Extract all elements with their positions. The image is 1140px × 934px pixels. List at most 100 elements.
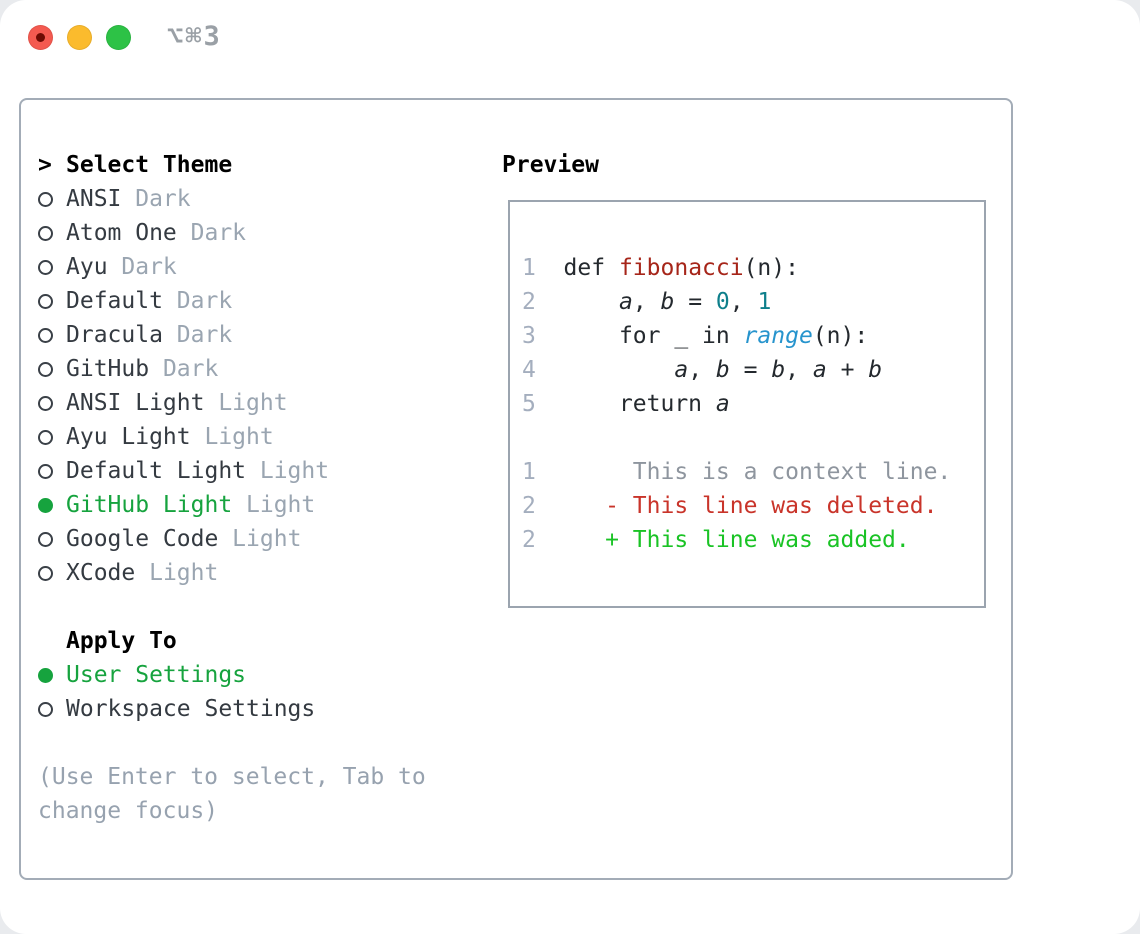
apply-option-user-settings[interactable]: User Settings	[38, 658, 488, 692]
prompt-icon: >	[38, 152, 52, 178]
theme-variant-label: Dark	[162, 322, 233, 348]
theme-picker-header: Select Theme	[66, 152, 233, 178]
minimize-button[interactable]	[67, 25, 92, 50]
code-token-added: + This line was added.	[535, 527, 910, 553]
preview-line: 2 - This line was deleted.	[522, 489, 984, 523]
hint-text-line1: (Use Enter to select, Tab to	[38, 764, 426, 790]
line-number: 3	[522, 323, 536, 349]
code-token-default: def	[535, 255, 619, 281]
theme-name: GitHub	[66, 356, 150, 382]
theme-picker-header-row: > Select Theme	[38, 148, 488, 182]
theme-variant-label: Dark	[162, 288, 233, 314]
code-token-variable: b	[868, 357, 883, 383]
theme-option-ayu[interactable]: Ayu Dark	[38, 250, 488, 284]
theme-name: Default Light	[66, 458, 247, 484]
theme-variant-label: Light	[204, 390, 288, 416]
code-token-variable: a	[715, 391, 730, 417]
code-token-variable: a	[674, 357, 689, 383]
preview-line: 1 def fibonacci(n):	[522, 251, 984, 285]
theme-variant-label: Light	[246, 458, 330, 484]
theme-option-github[interactable]: GitHub Dark	[38, 352, 488, 386]
code-token-builtin: range	[743, 323, 813, 349]
radio-icon	[38, 259, 66, 275]
code-token-variable: a	[812, 357, 827, 383]
preview-line: 1 This is a context line.	[522, 455, 984, 489]
apply-option-workspace-settings[interactable]: Workspace Settings	[38, 692, 488, 726]
code-token-default: for _ in	[535, 323, 744, 349]
radio-icon	[38, 463, 66, 479]
code-token-default	[536, 357, 674, 383]
code-token-default: ,	[688, 357, 716, 383]
spacer-row	[38, 726, 488, 760]
preview-line: 4 a, b = b, a + b	[522, 353, 984, 387]
maximize-button[interactable]	[106, 25, 131, 50]
preview-title: Preview	[502, 152, 599, 178]
theme-option-xcode[interactable]: XCode Light	[38, 556, 488, 590]
code-token-default: (n):	[812, 323, 869, 349]
theme-option-atom-one[interactable]: Atom One Dark	[38, 216, 488, 250]
theme-option-default[interactable]: Default Dark	[38, 284, 488, 318]
theme-variant-label: Light	[135, 560, 219, 586]
theme-name: Ayu	[66, 254, 108, 280]
apply-to-header-row: Apply To	[38, 624, 488, 658]
theme-name: XCode	[66, 560, 136, 586]
radio-icon	[38, 701, 66, 717]
theme-option-google-code[interactable]: Google Code Light	[38, 522, 488, 556]
code-token-default: (n):	[743, 255, 799, 281]
code-token-default: ,	[785, 357, 813, 383]
line-number: 5	[522, 391, 536, 417]
radio-icon	[38, 429, 66, 445]
theme-option-dracula[interactable]: Dracula Dark	[38, 318, 488, 352]
line-number: 1	[522, 255, 536, 281]
line-number: 1	[522, 459, 536, 485]
theme-option-ansi-light[interactable]: ANSI Light Light	[38, 386, 488, 420]
radio-icon	[38, 361, 66, 377]
line-number: 2	[522, 493, 536, 519]
apply-option-label: Workspace Settings	[66, 696, 316, 722]
preview-line: 3 for _ in range(n):	[522, 319, 984, 353]
code-token-deleted: - This line was deleted.	[535, 493, 938, 519]
code-token-default	[536, 289, 619, 315]
theme-option-ayu-light[interactable]: Ayu Light Light	[38, 420, 488, 454]
code-token-default: return	[535, 391, 716, 417]
code-token-variable: b	[771, 357, 786, 383]
radio-selected-icon	[38, 667, 66, 683]
code-token-context: This is a context line.	[535, 459, 952, 485]
theme-name: Google Code	[66, 526, 219, 552]
window-title-shortcut: ⌥⌘3	[167, 21, 222, 52]
apply-to-header: Apply To	[66, 628, 177, 654]
theme-name: Atom One	[66, 220, 177, 246]
theme-variant-label: Dark	[107, 254, 177, 280]
theme-variant-label: Dark	[121, 186, 191, 212]
code-token-default: ,	[632, 289, 661, 315]
preview-blank-line	[522, 421, 984, 455]
theme-option-default-light[interactable]: Default Light Light	[38, 454, 488, 488]
radio-icon	[38, 225, 66, 241]
theme-variant-label: Dark	[149, 356, 219, 382]
theme-name: GitHub Light	[66, 492, 233, 518]
preview-line: 2 + This line was added.	[522, 523, 984, 557]
theme-name: ANSI Light	[66, 390, 205, 416]
radio-icon	[38, 327, 66, 343]
code-token-variable: b	[660, 289, 675, 315]
radio-icon	[38, 395, 66, 411]
code-token-number: 0	[715, 289, 730, 315]
titlebar: ⌥⌘3	[0, 0, 1140, 74]
radio-icon	[38, 191, 66, 207]
theme-name: Ayu Light	[66, 424, 191, 450]
radio-icon	[38, 293, 66, 309]
theme-variant-label: Dark	[176, 220, 247, 246]
theme-name: Default	[66, 288, 163, 314]
close-button[interactable]	[28, 25, 53, 50]
theme-variant-label: Light	[232, 492, 316, 518]
spacer-row	[38, 590, 488, 624]
theme-option-ansi[interactable]: ANSI Dark	[38, 182, 488, 216]
theme-option-github-light[interactable]: GitHub Light Light	[38, 488, 488, 522]
